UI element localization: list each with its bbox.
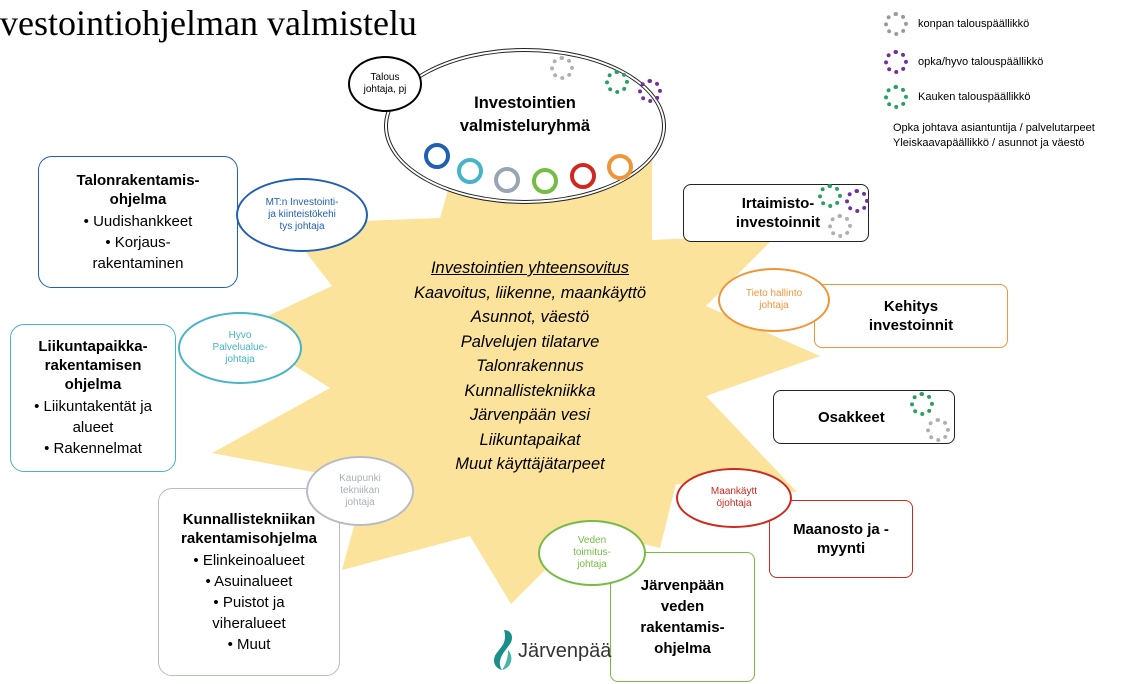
program-item: Liikuntakentät ja alueet — [28, 396, 158, 438]
jarvenpaa-logo: Järvenpää — [490, 628, 611, 674]
group-name: valmisteluryhmä — [459, 117, 591, 135]
legend-label: konpan talouspäällikkö — [918, 18, 1030, 30]
dotted-circle-icon — [828, 214, 852, 238]
legend-item: Kauken talouspäällikkö — [884, 85, 1031, 109]
finance-director-oval: Talous johtaja, pj — [348, 56, 422, 112]
dotted-circle-icon — [884, 85, 908, 109]
role-label: Hyvo Palvelualue-johtaja — [212, 330, 268, 365]
development-investments-box: Kehitys investoinnit — [814, 284, 1008, 348]
water-director-oval: Veden toimitus-johtaja — [538, 520, 646, 586]
role-label: Tieto hallinto johtaja — [745, 288, 803, 311]
role-label: Veden toimitus-johtaja — [573, 535, 611, 570]
coordination-item: Muut käyttäjätarpeet — [455, 455, 605, 473]
dotted-circle-icon — [884, 12, 908, 36]
coordination-item: Kunnallistekniikka — [464, 381, 596, 400]
finance-director-label: Talous johtaja, pj — [363, 72, 407, 95]
note: Opka johtava asiantuntija / palvelutarpe… — [893, 122, 1095, 134]
program-title: Kunnallistekniikan rakentamisohjelma — [181, 510, 317, 547]
dotted-circle-icon — [926, 418, 950, 442]
program-item: Elinkeinoalueet — [193, 550, 305, 571]
hyvo-director-oval: Hyvo Palvelualue-johtaja — [178, 312, 302, 384]
program-title: Maanosto ja -myynti — [793, 521, 889, 557]
mt-director-oval: MT:n Investointi- ja kiinteistökehi tys … — [236, 178, 368, 252]
role-label: MT:n Investointi- ja kiinteistökehi tys … — [265, 197, 339, 232]
dotted-circle-icon — [605, 70, 629, 94]
program-item: Puistot ja viheralueet — [194, 592, 304, 634]
program-title: Liikuntapaikka-rakentamisen ohjelma — [38, 338, 148, 393]
role-label: Kaupunki tekniikan johtaja — [339, 473, 381, 508]
municipal-engineering-box: Kunnallistekniikan rakentamisohjelma Eli… — [158, 488, 340, 676]
coordination-item: Talonrakennus — [476, 357, 584, 375]
dotted-circle-icon — [638, 79, 662, 103]
building-program-box: Talonrakentamis-ohjelma Uudishankkeet Ko… — [38, 156, 238, 288]
coordination-item: Asunnot, väestö — [470, 308, 590, 326]
water-program-box: Järvenpään veden rakentamis-ohjelma — [610, 552, 755, 682]
city-engineering-director-oval: Kaupunki tekniikan johtaja — [306, 456, 414, 526]
legend-item: opka/hyvo talouspäällikkö — [884, 50, 1043, 74]
coordination-text: Investointien yhteensovitus Kaavoitus, l… — [360, 256, 700, 477]
legend-label: opka/hyvo talouspäällikkö — [918, 56, 1044, 68]
note: Yleiskaavapäällikkö / asunnot ja väestö — [893, 137, 1085, 149]
program-title: Järvenpään veden rakentamis-ohjelma — [640, 577, 725, 657]
program-title: Irtaimisto-investoinnit — [735, 195, 821, 231]
group-name: Investointien — [474, 94, 576, 112]
it-director-oval: Tieto hallinto johtaja — [718, 268, 830, 332]
legend-item: konpan talouspäällikkö — [884, 12, 1029, 36]
program-item: Rakennelmat — [28, 438, 158, 459]
coordination-item: Palvelujen tilatarve — [460, 332, 600, 351]
logo-icon — [494, 630, 512, 670]
program-title: Kehitys investoinnit — [868, 298, 954, 334]
dotted-circle-icon — [910, 392, 934, 416]
movable-assets-box: Irtaimisto-investoinnit — [683, 184, 869, 242]
dotted-circle-icon — [884, 50, 908, 74]
coordination-item: Kaavoitus, liikenne, maankäyttö — [413, 283, 647, 302]
dotted-circle-icon — [818, 184, 842, 208]
page-title: vestointiohjelman valmistelu — [0, 3, 417, 43]
dotted-circle-icon — [550, 56, 574, 80]
coordination-heading: Investointien yhteensovitus — [430, 259, 630, 277]
coordination-star — [212, 128, 820, 604]
program-item: Asuinalueet — [193, 571, 304, 592]
land-trade-box: Maanosto ja -myynti — [769, 500, 913, 578]
sports-program-box: Liikuntapaikka-rakentamisen ohjelma Liik… — [10, 324, 176, 472]
logo-text: Järvenpää — [518, 639, 612, 662]
land-use-director-oval: Maankäytt öjohtaja — [676, 468, 792, 528]
program-title: Osakkeet — [818, 408, 885, 426]
program-item: Muut — [193, 634, 304, 655]
program-item: Korjaus-rakentaminen — [78, 232, 198, 274]
program-item: Uudishankkeet — [78, 211, 198, 232]
coordination-item: Liikuntapaikat — [479, 430, 581, 449]
legend-label: Kauken talouspäällikkö — [918, 91, 1031, 103]
coordination-item: Järvenpään vesi — [469, 406, 591, 424]
role-label: Maankäytt öjohtaja — [710, 486, 758, 509]
dotted-circle-icon — [845, 189, 869, 213]
program-title: Talonrakentamis-ohjelma — [76, 171, 200, 208]
